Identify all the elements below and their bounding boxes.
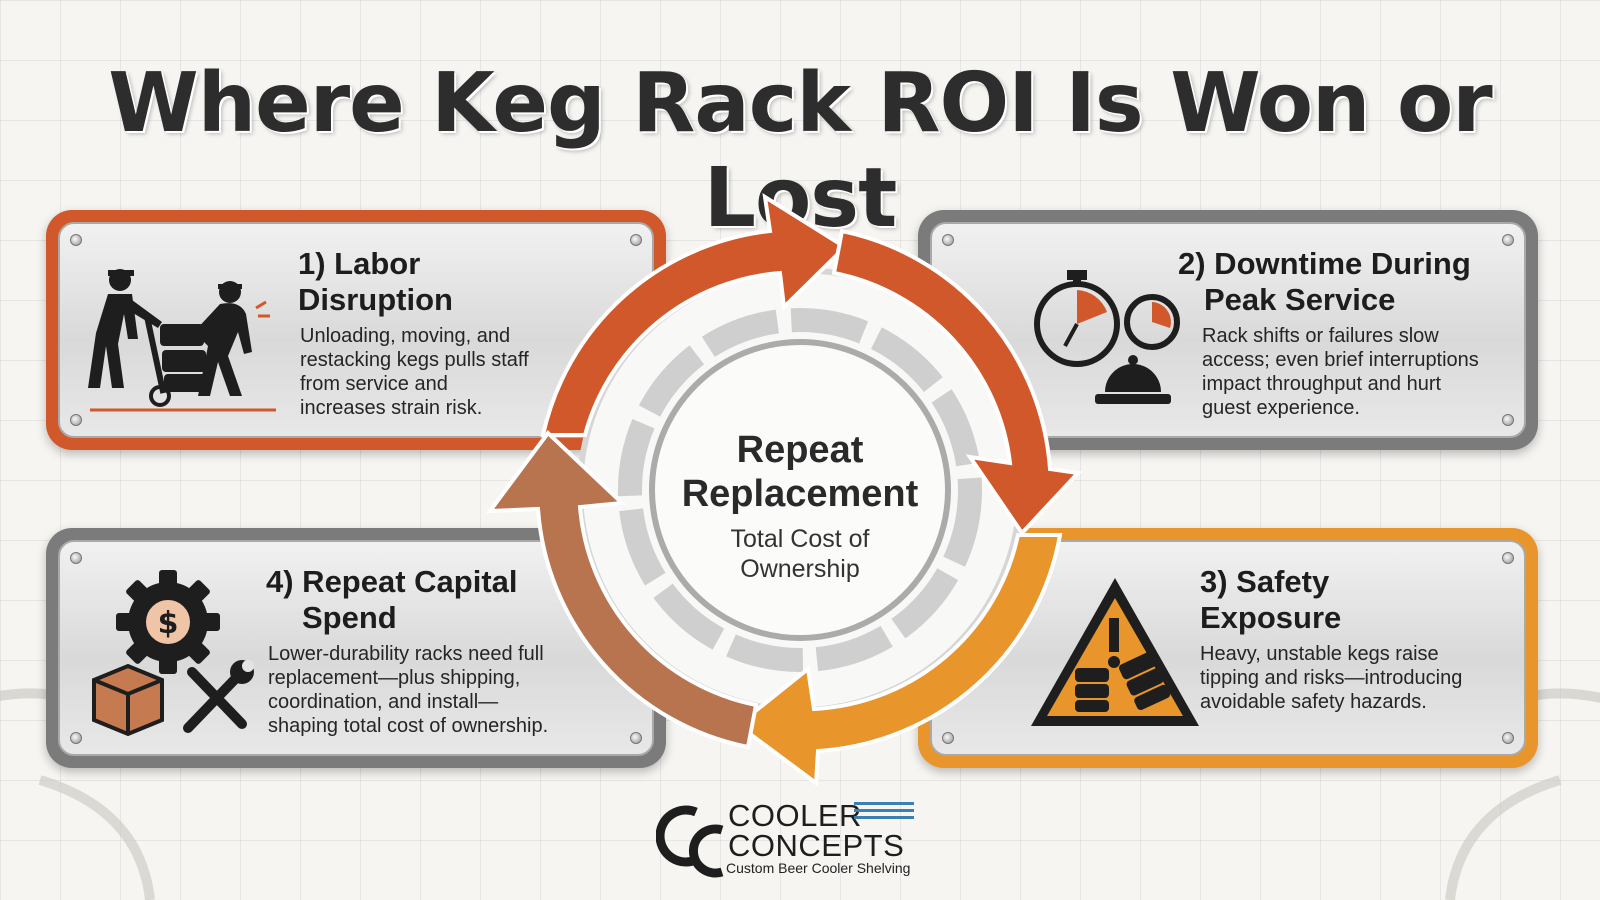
screw	[942, 732, 954, 744]
logo-word-cooler: COOLER	[728, 798, 862, 833]
desc-line: impact throughput and hurt	[1202, 373, 1442, 395]
center-title: Repeat Replacement	[640, 428, 960, 516]
desc-line: guest experience.	[1202, 397, 1360, 419]
title-line: Disruption	[298, 282, 453, 317]
screw	[630, 234, 642, 246]
title-line: 1) Labor	[298, 246, 421, 281]
panel-description: Lower-durability racks need full replace…	[268, 642, 548, 738]
center-disc	[649, 339, 951, 641]
screw	[70, 414, 82, 426]
desc-line: increases strain risk.	[300, 397, 483, 419]
screw	[70, 732, 82, 744]
desc-line: Unloading, moving, and	[300, 325, 511, 347]
desc-line: Heavy, unstable kegs raise	[1200, 643, 1439, 665]
desc-line: access; even brief interruptions	[1202, 349, 1479, 371]
warning-kegs-icon	[1031, 578, 1199, 726]
screw	[1502, 234, 1514, 246]
svg-text:$: $	[158, 606, 179, 641]
panel-title: 2) Downtime During Peak Service	[1178, 246, 1471, 318]
gray-segment-ring	[618, 308, 982, 672]
page-title: Where Keg Rack ROI Is Won or Lost	[108, 56, 1493, 246]
center-subtitle-line: Total Cost of	[730, 525, 870, 553]
desc-line: Rack shifts or failures slow	[1202, 325, 1439, 347]
desc-line: shaping total cost of ownership.	[268, 715, 549, 737]
title-line: Peak Service	[1204, 282, 1396, 317]
desc-line: Lower-durability racks need full	[268, 643, 544, 665]
cooler-concepts-logo: COOLER CONCEPTS Custom Beer Cooler Shelv…	[656, 800, 926, 880]
screw	[70, 234, 82, 246]
panel-description: Rack shifts or failures slow access; eve…	[1202, 324, 1479, 420]
logo-cc-mark	[656, 805, 724, 878]
desc-line: replacement—plus shipping,	[268, 667, 521, 689]
center-title-line: Replacement	[681, 473, 919, 515]
gear-dollar-tools-icon: $	[92, 570, 254, 737]
screw	[1502, 732, 1514, 744]
panel-description: Unloading, moving, and restacking kegs p…	[300, 324, 529, 420]
center-subtitle: Total Cost of Ownership	[640, 524, 960, 584]
arrow-left	[485, 429, 759, 750]
screw	[1502, 414, 1514, 426]
title-line: 4) Repeat Capital	[266, 564, 518, 599]
logo-tagline: Custom Beer Cooler Shelving	[726, 860, 911, 876]
desc-line: avoidable safety hazards.	[1200, 691, 1427, 713]
desc-line: tipping and risks—introducing	[1200, 667, 1463, 689]
screw	[630, 732, 642, 744]
desc-line: restacking kegs pulls staff	[300, 349, 529, 371]
arrow-bottom	[734, 533, 1063, 787]
arrow-right	[831, 228, 1083, 537]
stopwatch-bell-icon	[1034, 270, 1180, 404]
title-line: Spend	[302, 600, 397, 635]
center-title-line: Repeat	[736, 429, 864, 471]
workers-dolly-icon	[88, 269, 276, 412]
screw	[1502, 552, 1514, 564]
logo-word-concepts: CONCEPTS	[728, 828, 905, 863]
center-subtitle-line: Ownership	[740, 555, 860, 583]
title-line: Exposure	[1200, 600, 1342, 635]
title-line: 3) Safety	[1200, 564, 1330, 599]
desc-line: from service and	[300, 373, 448, 395]
title-line: 2) Downtime During	[1178, 246, 1471, 281]
desc-line: coordination, and install—	[268, 691, 499, 713]
panel-title: 3) Safety Exposure	[1200, 564, 1341, 636]
screw	[942, 234, 954, 246]
panel-title: 1) Labor Disruption	[298, 246, 453, 318]
screw	[70, 552, 82, 564]
panel-description: Heavy, unstable kegs raise tipping and r…	[1200, 642, 1462, 714]
panel-downtime-peak-service: 2) Downtime During Peak Service Rack shi…	[918, 210, 1538, 450]
panel-title: 4) Repeat Capital Spend	[266, 564, 518, 636]
cycle-diagram	[485, 193, 1083, 787]
arrow-top	[540, 193, 849, 437]
logo-accent-lines	[854, 802, 914, 823]
